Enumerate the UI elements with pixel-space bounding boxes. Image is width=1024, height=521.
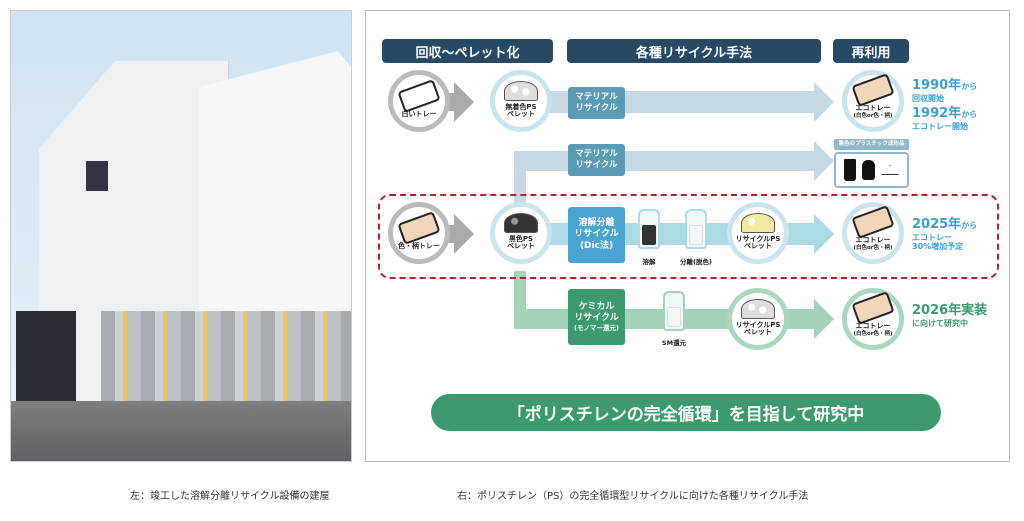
method-line: (モノマー還元) [574, 324, 619, 333]
note-row1: 1990年から 回収開始 1992年から エコトレー開始 [912, 75, 977, 131]
arrow-head-row4 [814, 299, 834, 339]
flow-band-row2 [514, 151, 816, 171]
eco-tray-icon [851, 73, 895, 108]
note-row3: 2025年から エコトレー 30%増加予定 [912, 214, 977, 251]
note-text: エコトレー [912, 232, 952, 242]
method-line: マテリアル [575, 149, 618, 160]
white-tray-circle: 白いトレー [388, 70, 450, 132]
note-text: に向けて研究中 [912, 318, 968, 328]
eco-tray-circle-4: エコトレー(白色or色・柄) [842, 288, 904, 350]
bottle-label-separate: 分離(脱色) [680, 258, 712, 266]
method-line: リサイクル [575, 103, 618, 113]
colored-tray-circle: 色・柄トレー [388, 202, 450, 264]
note-kara: から [961, 110, 978, 120]
dissolved-bottle-icon [638, 209, 660, 249]
bin-icon [844, 159, 856, 181]
garage-door [16, 311, 76, 401]
header-reuse: 再利用 [833, 39, 909, 63]
building-photo [10, 10, 352, 462]
eco-tray-circle-3: エコトレー(白色or色・柄) [842, 202, 904, 264]
note-year: 2025年 [912, 217, 962, 232]
method-line: (Dic法) [579, 240, 614, 251]
pellet-label-2: ペレット [507, 110, 535, 119]
bottle-label-sm: SM還元 [661, 339, 687, 347]
pellet-label-2: ペレット [744, 328, 772, 337]
ground [11, 401, 351, 461]
pellet-icon [741, 212, 775, 233]
arrow-head-row1 [814, 82, 834, 122]
pellet-icon [504, 212, 538, 233]
header-collect: 回収〜ペレット化 [382, 39, 553, 63]
separated-bottle-icon [685, 209, 707, 249]
note-year: 2026年実装 [912, 303, 988, 318]
arrow-head-row2 [814, 141, 834, 181]
eco-tray-sub: (白色or色・柄) [853, 330, 893, 337]
eco-tray-label: エコトレー [855, 322, 891, 331]
tray-icon [397, 79, 441, 114]
header-methods: 各種リサイクル手法 [567, 39, 821, 63]
eco-tray-sub: (白色or色・柄) [853, 112, 893, 119]
note-text: エコトレー開始 [912, 122, 968, 132]
eco-tray-icon [851, 205, 895, 240]
pellet-label-2: ペレット [507, 242, 535, 251]
eco-tray-icon [851, 291, 895, 326]
bottle-label-dissolve: 溶解 [642, 258, 656, 266]
bucket-icon [862, 160, 875, 180]
white-tray-label: 白いトレー [401, 110, 437, 119]
note-year: 1992年 [912, 106, 962, 122]
gray-arrow-row3 [454, 214, 474, 254]
material-recycle-box-2: マテリアルリサイクル [568, 144, 625, 176]
building-window [86, 161, 108, 191]
chemical-recycle-box: ケミカルリサイクル(モノマー還元) [568, 289, 625, 345]
highlight-dashed-frame [378, 194, 999, 279]
note-kara: から [961, 82, 978, 91]
pellet-icon [741, 298, 775, 319]
pellet-label-1: 黒色PS [508, 234, 534, 243]
goal-banner: 「ポリスチレンの完全循環」を目指して研究中 [431, 394, 941, 431]
note-text: 30%増加予定 [912, 242, 964, 252]
caption-left: 左：竣工した溶解分離リサイクル設備の建屋 [130, 491, 330, 502]
colored-tray-label: 色・柄トレー [398, 242, 440, 251]
method-line: リサイクル [575, 160, 618, 170]
caption-right: 右：ポリスチレン（PS）の完全循環型リサイクルに向けた各種リサイクル手法 [457, 491, 809, 502]
pellet-label-1: 無着色PS [505, 102, 537, 111]
method-line: 溶解分離 [578, 218, 615, 229]
note-year: 1990年 [912, 78, 962, 93]
note-row4: 2026年実装 に向けて研究中 [912, 303, 988, 328]
dissolution-recycle-box: 溶解分離リサイクル(Dic法) [568, 207, 625, 263]
sm-bottle-icon [663, 291, 685, 331]
gray-arrow-row1 [454, 82, 474, 122]
black-plastic-products [834, 152, 909, 188]
pipes [101, 311, 351, 411]
pellet-label-1: リサイクルPS [735, 320, 781, 329]
pellet-icon [504, 80, 538, 101]
method-line: ケミカル [578, 301, 615, 312]
method-line: リサイクル [574, 229, 619, 240]
eco-tray-sub: (白色or色・柄) [853, 244, 893, 251]
eco-tray-label: エコトレー [855, 236, 891, 245]
hanger-icon [881, 165, 899, 175]
pellet-label-2: ペレット [744, 242, 772, 251]
tray-icon [397, 211, 441, 246]
pellet-label-1: リサイクルPS [735, 234, 781, 243]
note-kara: から [961, 221, 978, 230]
black-plastic-label: 黒色のプラスチック成形品 [834, 139, 909, 150]
method-line: リサイクル [574, 312, 619, 323]
method-line: マテリアル [575, 92, 618, 103]
eco-tray-circle-1: エコトレー(白色or色・柄) [842, 70, 904, 132]
eco-tray-label: エコトレー [855, 104, 891, 113]
note-text: 回収開始 [912, 93, 944, 103]
material-recycle-box-1: マテリアルリサイクル [568, 87, 625, 119]
arrow-head-row3 [814, 214, 834, 254]
